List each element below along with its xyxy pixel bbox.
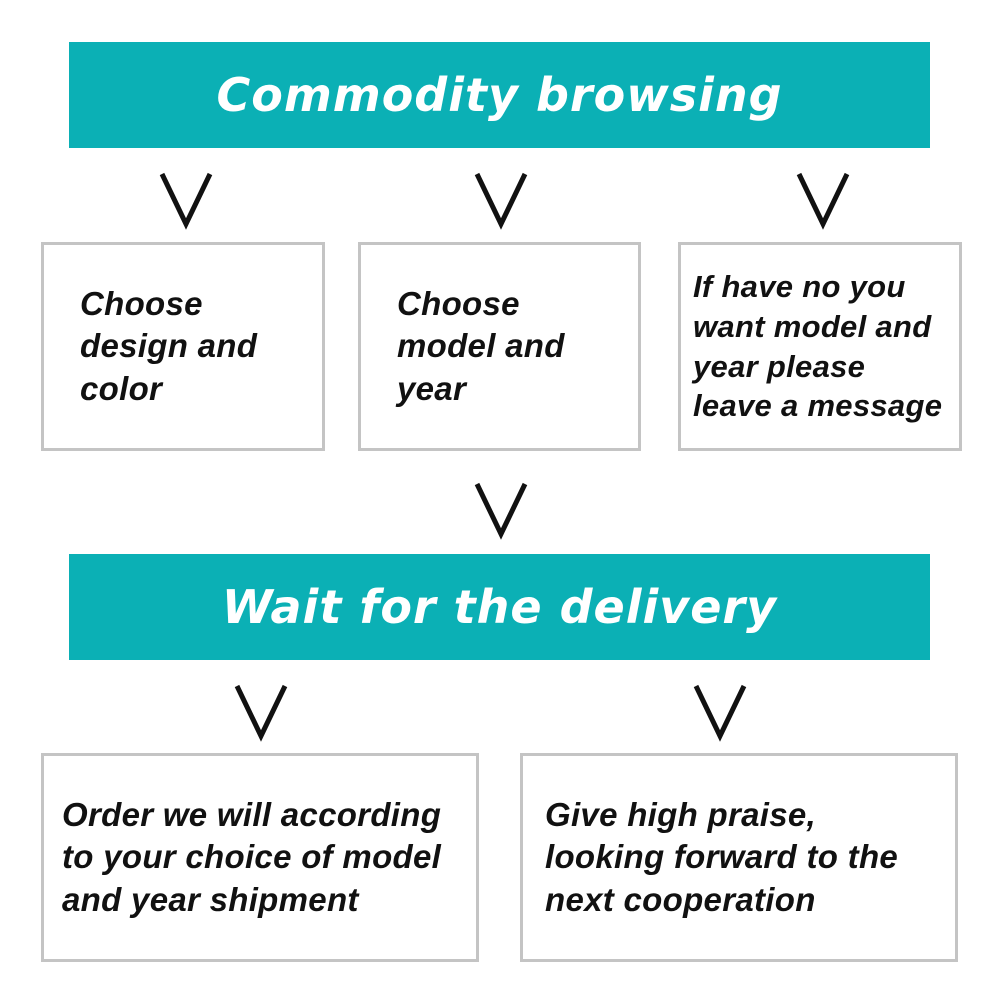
chevron-down-icon [795, 170, 851, 230]
chevron-down-icon [692, 682, 748, 742]
step-choose-model-text: Choose model and year [397, 285, 565, 407]
chevron-down-icon [233, 682, 289, 742]
step-choose-model: Choose model and year [358, 242, 641, 451]
banner-bottom-label: Wait for the delivery [221, 580, 778, 634]
chevron-down-icon [473, 170, 529, 230]
chevron-down-icon [158, 170, 214, 230]
step-order-shipment: Order we will according to your choice o… [41, 753, 479, 962]
banner-wait-for-delivery: Wait for the delivery [69, 554, 930, 660]
step-choose-design-text: Choose design and color [80, 285, 258, 407]
step-give-praise: Give high praise, looking forward to the… [520, 753, 958, 962]
step-leave-message: If have no you want model and year pleas… [678, 242, 962, 451]
banner-top-label: Commodity browsing [216, 68, 783, 122]
step-order-shipment-text: Order we will according to your choice o… [62, 796, 442, 918]
step-give-praise-text: Give high praise, looking forward to the… [545, 796, 899, 918]
step-choose-design: Choose design and color [41, 242, 325, 451]
step-leave-message-text: If have no you want model and year pleas… [693, 269, 943, 424]
banner-commodity-browsing: Commodity browsing [69, 42, 930, 148]
chevron-down-icon [473, 480, 529, 540]
